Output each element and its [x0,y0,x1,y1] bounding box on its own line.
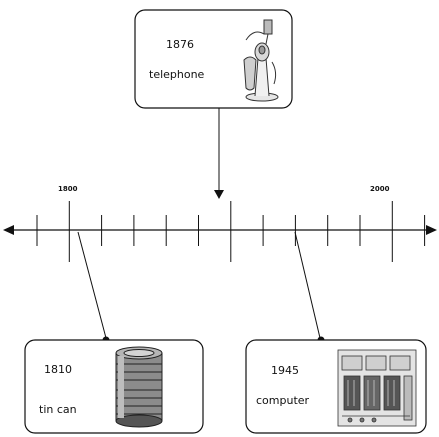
event-label-computer: computer [256,394,310,407]
left-arrowhead [3,225,14,235]
event-computer: 1945 computer [245,231,427,434]
event-box-tin-can [24,339,204,434]
event-year-tin-can: 1810 [44,363,72,376]
connector-tin-can [77,231,107,339]
connector-computer [294,231,321,339]
event-year-computer: 1945 [271,364,299,377]
timeline-end-label: 2000 [370,185,390,193]
event-label-telephone: telephone [149,68,205,81]
right-arrowhead [426,225,437,235]
timeline-ticks [36,201,426,262]
event-year-telephone: 1876 [166,38,194,51]
telephone-picture [243,19,279,102]
computer-machine-picture [337,349,417,427]
event-tin-can: 1810 tin can [24,231,204,434]
timeline-axis: 1800 2000 [3,185,437,262]
arrowhead-telephone [214,190,224,199]
event-label-tin-can: tin can [39,403,77,416]
tin-can-picture [115,346,163,428]
event-telephone: 1876 telephone [134,9,293,199]
timeline-start-label: 1800 [58,185,78,193]
